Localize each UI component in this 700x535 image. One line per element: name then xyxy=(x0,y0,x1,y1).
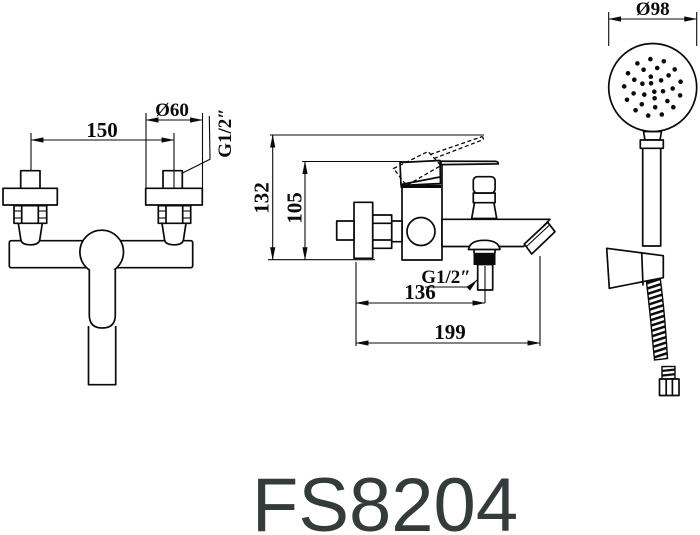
front-right-tailpiece xyxy=(161,222,187,246)
side-total-depth-dim: 199 xyxy=(355,256,541,346)
front-left-eccentric xyxy=(2,169,59,225)
side-outlet-thread-callout: G1/2″ xyxy=(421,267,478,291)
diverter-knob-side xyxy=(470,175,498,220)
side-outlet-distance-label: 136 xyxy=(404,280,436,304)
shower-diameter-label: Ø98 xyxy=(636,0,670,20)
lever-handle-side xyxy=(399,159,500,188)
handle-stem-front xyxy=(87,326,117,386)
spout-tip-side xyxy=(523,221,556,255)
shower-handle xyxy=(639,130,665,247)
wall-connection-side xyxy=(335,201,403,260)
front-mount-distance-label: 150 xyxy=(86,118,118,142)
side-outlet-distance-dim: 136 xyxy=(355,262,486,346)
hose-connector xyxy=(658,365,680,397)
shower-diameter-dim: Ø98 xyxy=(608,0,698,46)
front-eccentric-diameter-label: Ø60 xyxy=(155,100,189,121)
side-total-height-label: 132 xyxy=(250,182,274,214)
handle-front xyxy=(88,269,117,329)
shower-outlet-side xyxy=(467,239,501,291)
side-total-height-dim: 132 xyxy=(250,134,484,261)
front-left-tailpiece xyxy=(17,222,44,246)
front-thread-label: G1/2″ xyxy=(215,108,236,158)
side-outlet-thread-label: G1/2″ xyxy=(421,267,471,288)
front-mount-distance-dim: 150 xyxy=(30,118,175,188)
spout-arm-side xyxy=(441,218,551,248)
outlet-thread-band xyxy=(473,252,496,266)
shower-hose xyxy=(645,276,669,361)
shower-head xyxy=(607,42,698,133)
model-number: FS8204 xyxy=(252,463,518,535)
shower-face-dots xyxy=(621,56,683,118)
hand-shower-view: Ø98 xyxy=(605,0,698,397)
side-view: 132 105 G1/2″ 136 199 xyxy=(250,134,556,346)
shower-holder xyxy=(605,247,665,290)
front-right-eccentric xyxy=(144,169,204,225)
side-body-height-dim: 105 xyxy=(283,160,402,261)
lever-handle-raised-dashed xyxy=(392,135,485,187)
front-thread-callout: G1/2″ xyxy=(181,108,236,174)
front-eccentric-diameter-dim: Ø60 xyxy=(145,100,204,188)
side-total-depth-label: 199 xyxy=(434,320,466,344)
cartridge-circle-front xyxy=(79,229,125,275)
cartridge-circle-side xyxy=(406,216,436,247)
side-body-height-label: 105 xyxy=(283,192,307,224)
front-view: 150 Ø60 G1/2″ xyxy=(2,100,236,386)
